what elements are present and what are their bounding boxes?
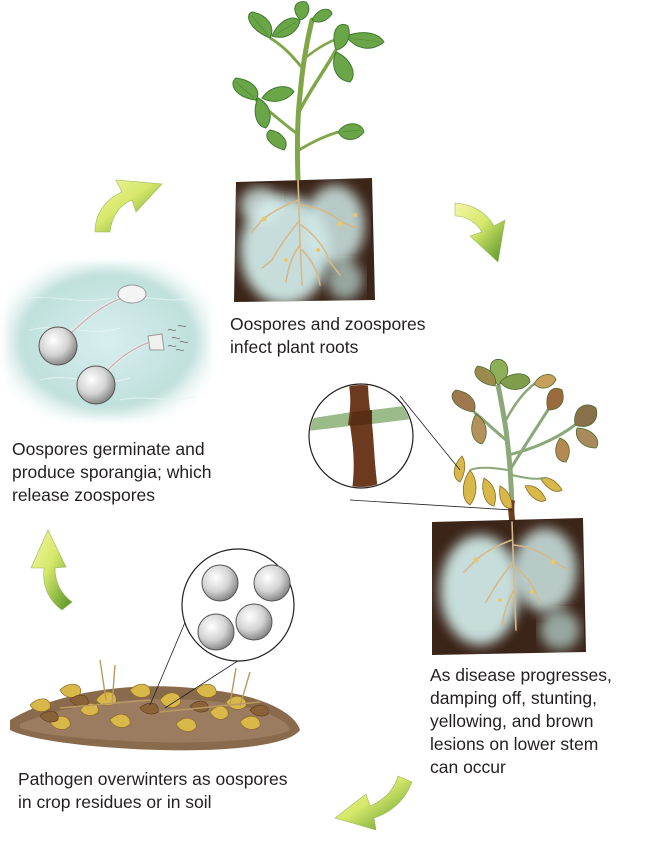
arrow-to-progress bbox=[454, 202, 506, 263]
oospore bbox=[253, 564, 291, 602]
caption-line: infect plant roots bbox=[230, 337, 359, 357]
soil-block-diseased bbox=[432, 518, 586, 655]
arrow-to-overwinter bbox=[334, 775, 413, 831]
caption-overwinters: Pathogen overwinters as oospores in crop… bbox=[18, 768, 287, 814]
caption-line: As disease progresses, bbox=[430, 665, 612, 685]
caption-line: Oospores germinate and bbox=[12, 439, 205, 459]
soil-block-healthy bbox=[234, 178, 375, 302]
caption-line: lesions on lower stem bbox=[430, 734, 599, 754]
oospore bbox=[197, 613, 235, 651]
oospore bbox=[235, 603, 273, 641]
oospore bbox=[201, 564, 239, 602]
caption-line: release zoospores bbox=[12, 485, 155, 505]
caption-disease-progresses: As disease progresses, damping off, stun… bbox=[430, 664, 612, 779]
caption-germinate: Oospores germinate and produce sporangia… bbox=[12, 438, 211, 507]
diseased-plant bbox=[451, 358, 599, 521]
arrow-to-infection bbox=[94, 179, 163, 233]
caption-line: produce sporangia; which bbox=[12, 462, 212, 482]
oospore-magnifier bbox=[149, 548, 295, 709]
arrow-to-germination bbox=[30, 529, 73, 611]
caption-line: can occur bbox=[430, 757, 506, 777]
water-germination bbox=[5, 262, 210, 420]
caption-line: in crop residues or in soil bbox=[18, 792, 212, 812]
stem-lesion-magnifier bbox=[308, 383, 513, 511]
caption-line: yellowing, and brown bbox=[430, 711, 594, 731]
caption-line: damping off, stunting, bbox=[430, 688, 598, 708]
caption-line: Pathogen overwinters as oospores bbox=[18, 769, 288, 789]
caption-line: Oospores and zoospores bbox=[230, 314, 426, 334]
germinating-oospore bbox=[38, 326, 78, 366]
caption-infect-roots: Oospores and zoospores infect plant root… bbox=[230, 313, 426, 359]
crop-residue-soil bbox=[10, 659, 300, 751]
germinating-oospore bbox=[76, 365, 116, 405]
healthy-seedling bbox=[232, 1, 385, 183]
